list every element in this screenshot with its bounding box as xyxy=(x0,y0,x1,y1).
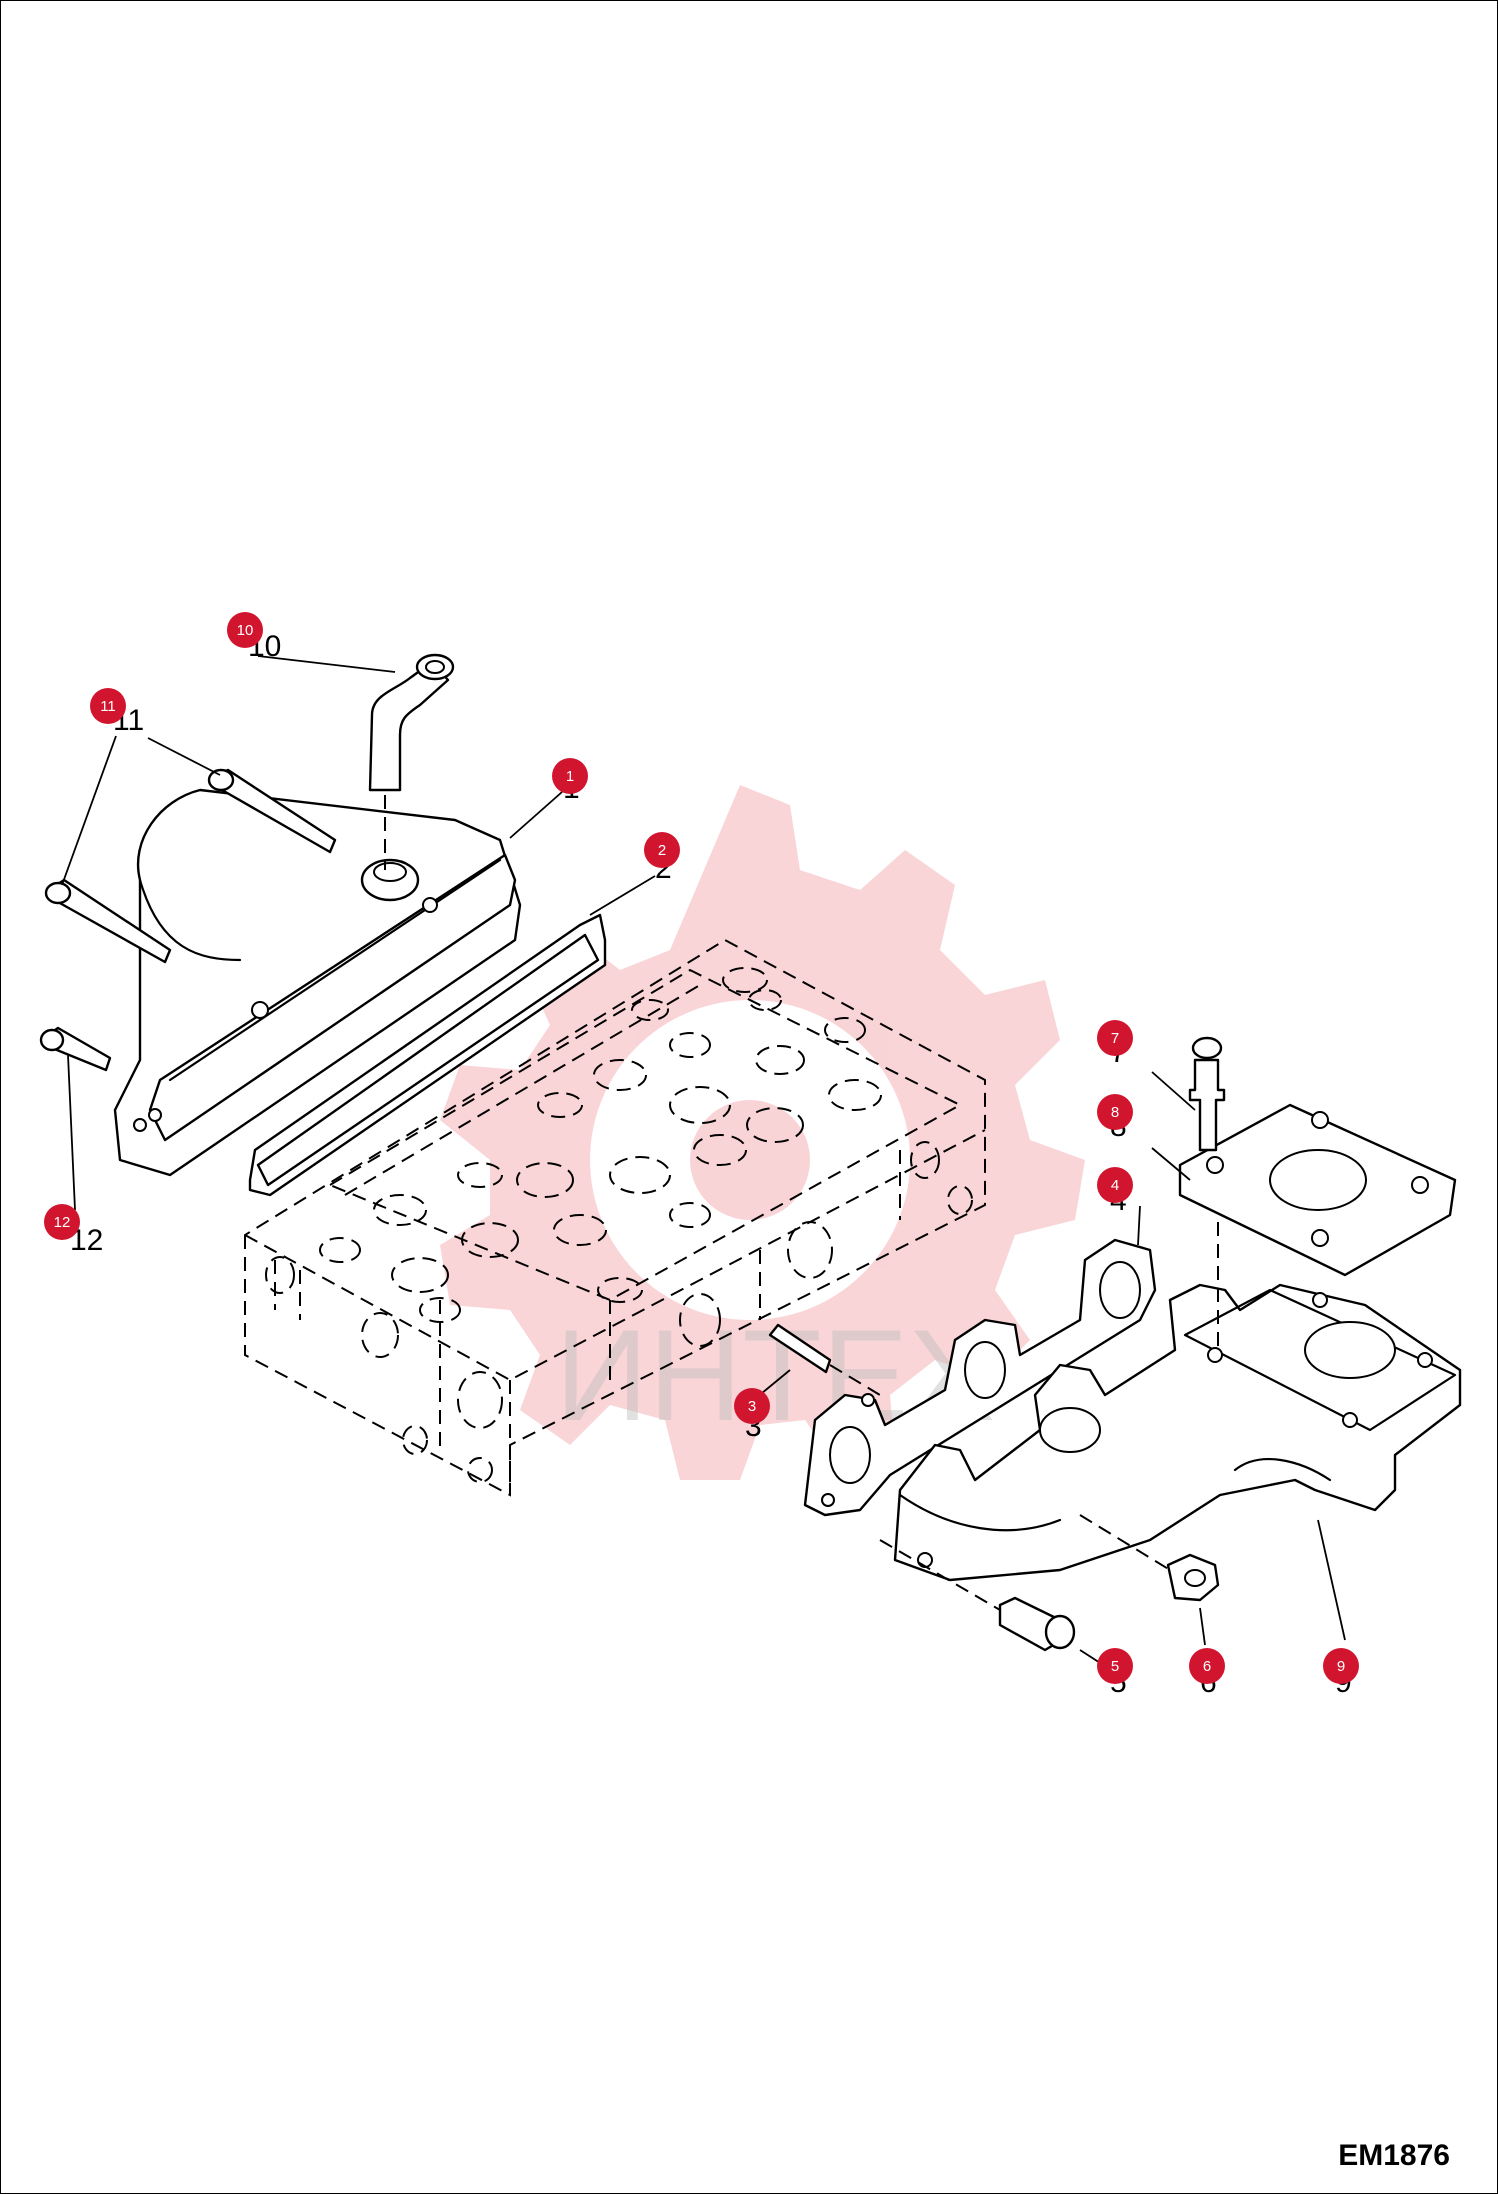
callout-badge-8 xyxy=(1097,1094,1133,1130)
callout-9: 9 9 xyxy=(1323,1648,1359,1699)
callout-6: 6 6 xyxy=(1189,1648,1225,1699)
callout-2: 2 2 xyxy=(644,832,680,885)
leader-lines xyxy=(61,655,1346,1669)
callout-badge-1 xyxy=(552,758,588,794)
part-2-intake-gasket xyxy=(248,913,607,1197)
callout-4: 4 4 xyxy=(1097,1167,1133,1217)
callout-badge-6 xyxy=(1189,1648,1225,1684)
part-3-stud xyxy=(768,1323,881,1396)
callout-3: 3 3 xyxy=(734,1388,770,1443)
callout-5: 5 5 xyxy=(1097,1648,1133,1699)
callout-10: 10 10 xyxy=(227,612,281,663)
part-9-exhaust-manifold xyxy=(893,1200,1462,1582)
callout-number-4: 4 xyxy=(1111,1177,1119,1194)
cylinder-head-outline xyxy=(244,938,986,1497)
callout-badge-12 xyxy=(44,1204,80,1240)
part-12-short-bolt xyxy=(39,1026,112,1072)
callout-number-10: 10 xyxy=(237,622,254,639)
part-11-long-bolts xyxy=(44,768,337,964)
part-10-elbow-hose xyxy=(368,653,455,870)
callout-number-12: 12 xyxy=(54,1214,71,1231)
callout-badge-3 xyxy=(734,1388,770,1424)
callout-number-3: 3 xyxy=(748,1398,756,1415)
part-1-intake-manifold xyxy=(113,788,522,1177)
callout-number-11: 11 xyxy=(100,698,116,715)
callout-badge-2 xyxy=(644,832,680,868)
callout-12: 12 12 xyxy=(44,1204,103,1257)
part-6-nut xyxy=(1079,1514,1220,1602)
document-code: EM1876 xyxy=(1338,2139,1450,2172)
callout-badge-4 xyxy=(1097,1167,1133,1203)
callout-1: 1 1 xyxy=(552,758,588,805)
callout-number-1: 1 xyxy=(566,768,574,785)
callout-badge-5 xyxy=(1097,1648,1133,1684)
callout-number-5: 5 xyxy=(1111,1658,1119,1675)
callout-badge-11 xyxy=(90,688,126,724)
callout-number-9: 9 xyxy=(1337,1658,1345,1675)
part-8-flange-gasket xyxy=(1178,1103,1457,1277)
part-7-flange-bolt xyxy=(1188,1036,1226,1152)
callout-number-7: 7 xyxy=(1111,1030,1119,1047)
callout-number-8: 8 xyxy=(1111,1104,1119,1121)
callout-badge-10 xyxy=(227,612,263,648)
callout-badge-9 xyxy=(1323,1648,1359,1684)
callout-number-2: 2 xyxy=(658,842,666,859)
callout-number-6: 6 xyxy=(1203,1658,1211,1675)
part-5-bolt xyxy=(879,1539,1076,1652)
callout-11: 11 11 xyxy=(90,688,144,737)
callout-8: 8 8 xyxy=(1097,1094,1133,1143)
callout-badge-7 xyxy=(1097,1020,1133,1056)
callout-7: 7 7 xyxy=(1097,1020,1133,1069)
head-bolt-holes xyxy=(265,967,973,1483)
